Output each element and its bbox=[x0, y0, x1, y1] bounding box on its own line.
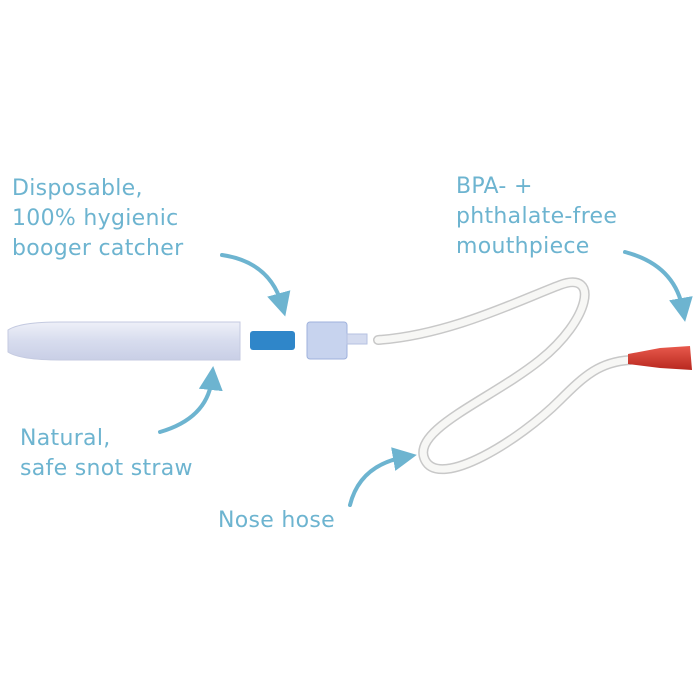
label-line: BPA- + bbox=[456, 174, 533, 199]
booger-catcher-filter bbox=[250, 331, 295, 350]
label-line: safe snot straw bbox=[20, 456, 193, 481]
connector-tip bbox=[346, 333, 368, 345]
label-line: Natural, bbox=[20, 426, 111, 451]
label-line: Disposable, bbox=[12, 176, 143, 201]
arrow-mouthpiece bbox=[623, 250, 693, 322]
label-line: booger catcher bbox=[12, 236, 184, 261]
arrow-straw bbox=[158, 366, 223, 434]
label-snot-straw: Natural, safe snot straw bbox=[20, 424, 193, 484]
label-line: mouthpiece bbox=[456, 234, 590, 259]
mouthpiece bbox=[628, 346, 692, 370]
arrow-catcher bbox=[220, 253, 291, 317]
connector-cap bbox=[306, 321, 348, 360]
label-line: 100% hygienic bbox=[12, 206, 179, 231]
label-booger-catcher: Disposable, 100% hygienic booger catcher bbox=[12, 174, 183, 264]
label-mouthpiece: BPA- + phthalate-free mouthpiece bbox=[456, 172, 617, 262]
callout-arrows bbox=[158, 250, 693, 507]
label-line: Nose hose bbox=[218, 508, 336, 533]
snot-straw bbox=[7, 321, 241, 361]
nose-hose bbox=[373, 277, 635, 475]
arrow-hose bbox=[348, 447, 417, 507]
label-nose-hose: Nose hose bbox=[218, 506, 335, 536]
label-line: phthalate-free bbox=[456, 204, 618, 229]
